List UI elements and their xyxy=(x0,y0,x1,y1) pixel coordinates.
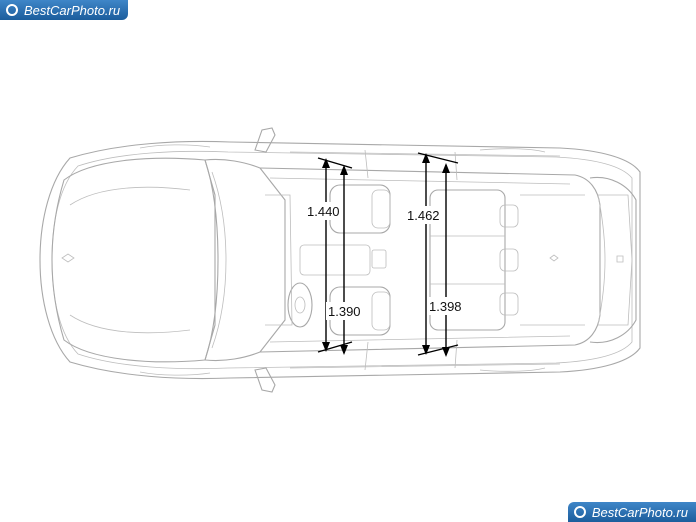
cargo-area xyxy=(520,194,585,326)
rear-hatch xyxy=(589,176,637,344)
dimension-label-front-shoulder: 1.440 xyxy=(307,204,340,219)
dimension-label-rear-hip: 1.398 xyxy=(429,299,462,314)
watermark-top: BestCarPhoto.ru xyxy=(0,0,129,20)
watermark-bottom: BestCarPhoto.ru xyxy=(567,502,696,522)
rear-bench xyxy=(429,189,506,331)
dashboard xyxy=(265,194,293,326)
dimension-label-front-hip: 1.390 xyxy=(328,304,361,319)
watermark-text: BestCarPhoto.ru xyxy=(591,504,688,520)
hood xyxy=(51,157,216,363)
cabin-outline xyxy=(259,167,601,353)
watermark-logo-icon xyxy=(573,506,586,518)
watermark-logo-icon xyxy=(6,4,18,16)
dimension-rear-hip xyxy=(442,163,450,357)
star-logo-icon xyxy=(61,253,75,263)
car-body-outline xyxy=(39,140,641,380)
dimension-front-shoulder xyxy=(317,157,353,353)
mirror-top xyxy=(254,127,276,153)
mirror-bottom xyxy=(254,367,276,393)
watermark-text: BestCarPhoto.ru xyxy=(24,2,121,18)
dimension-label-rear-shoulder: 1.462 xyxy=(407,208,440,223)
steering-wheel xyxy=(287,282,313,328)
center-console xyxy=(299,244,371,276)
dimension-front-hip xyxy=(340,165,348,355)
windshield xyxy=(204,158,286,362)
dimension-rear-shoulder xyxy=(417,152,459,356)
